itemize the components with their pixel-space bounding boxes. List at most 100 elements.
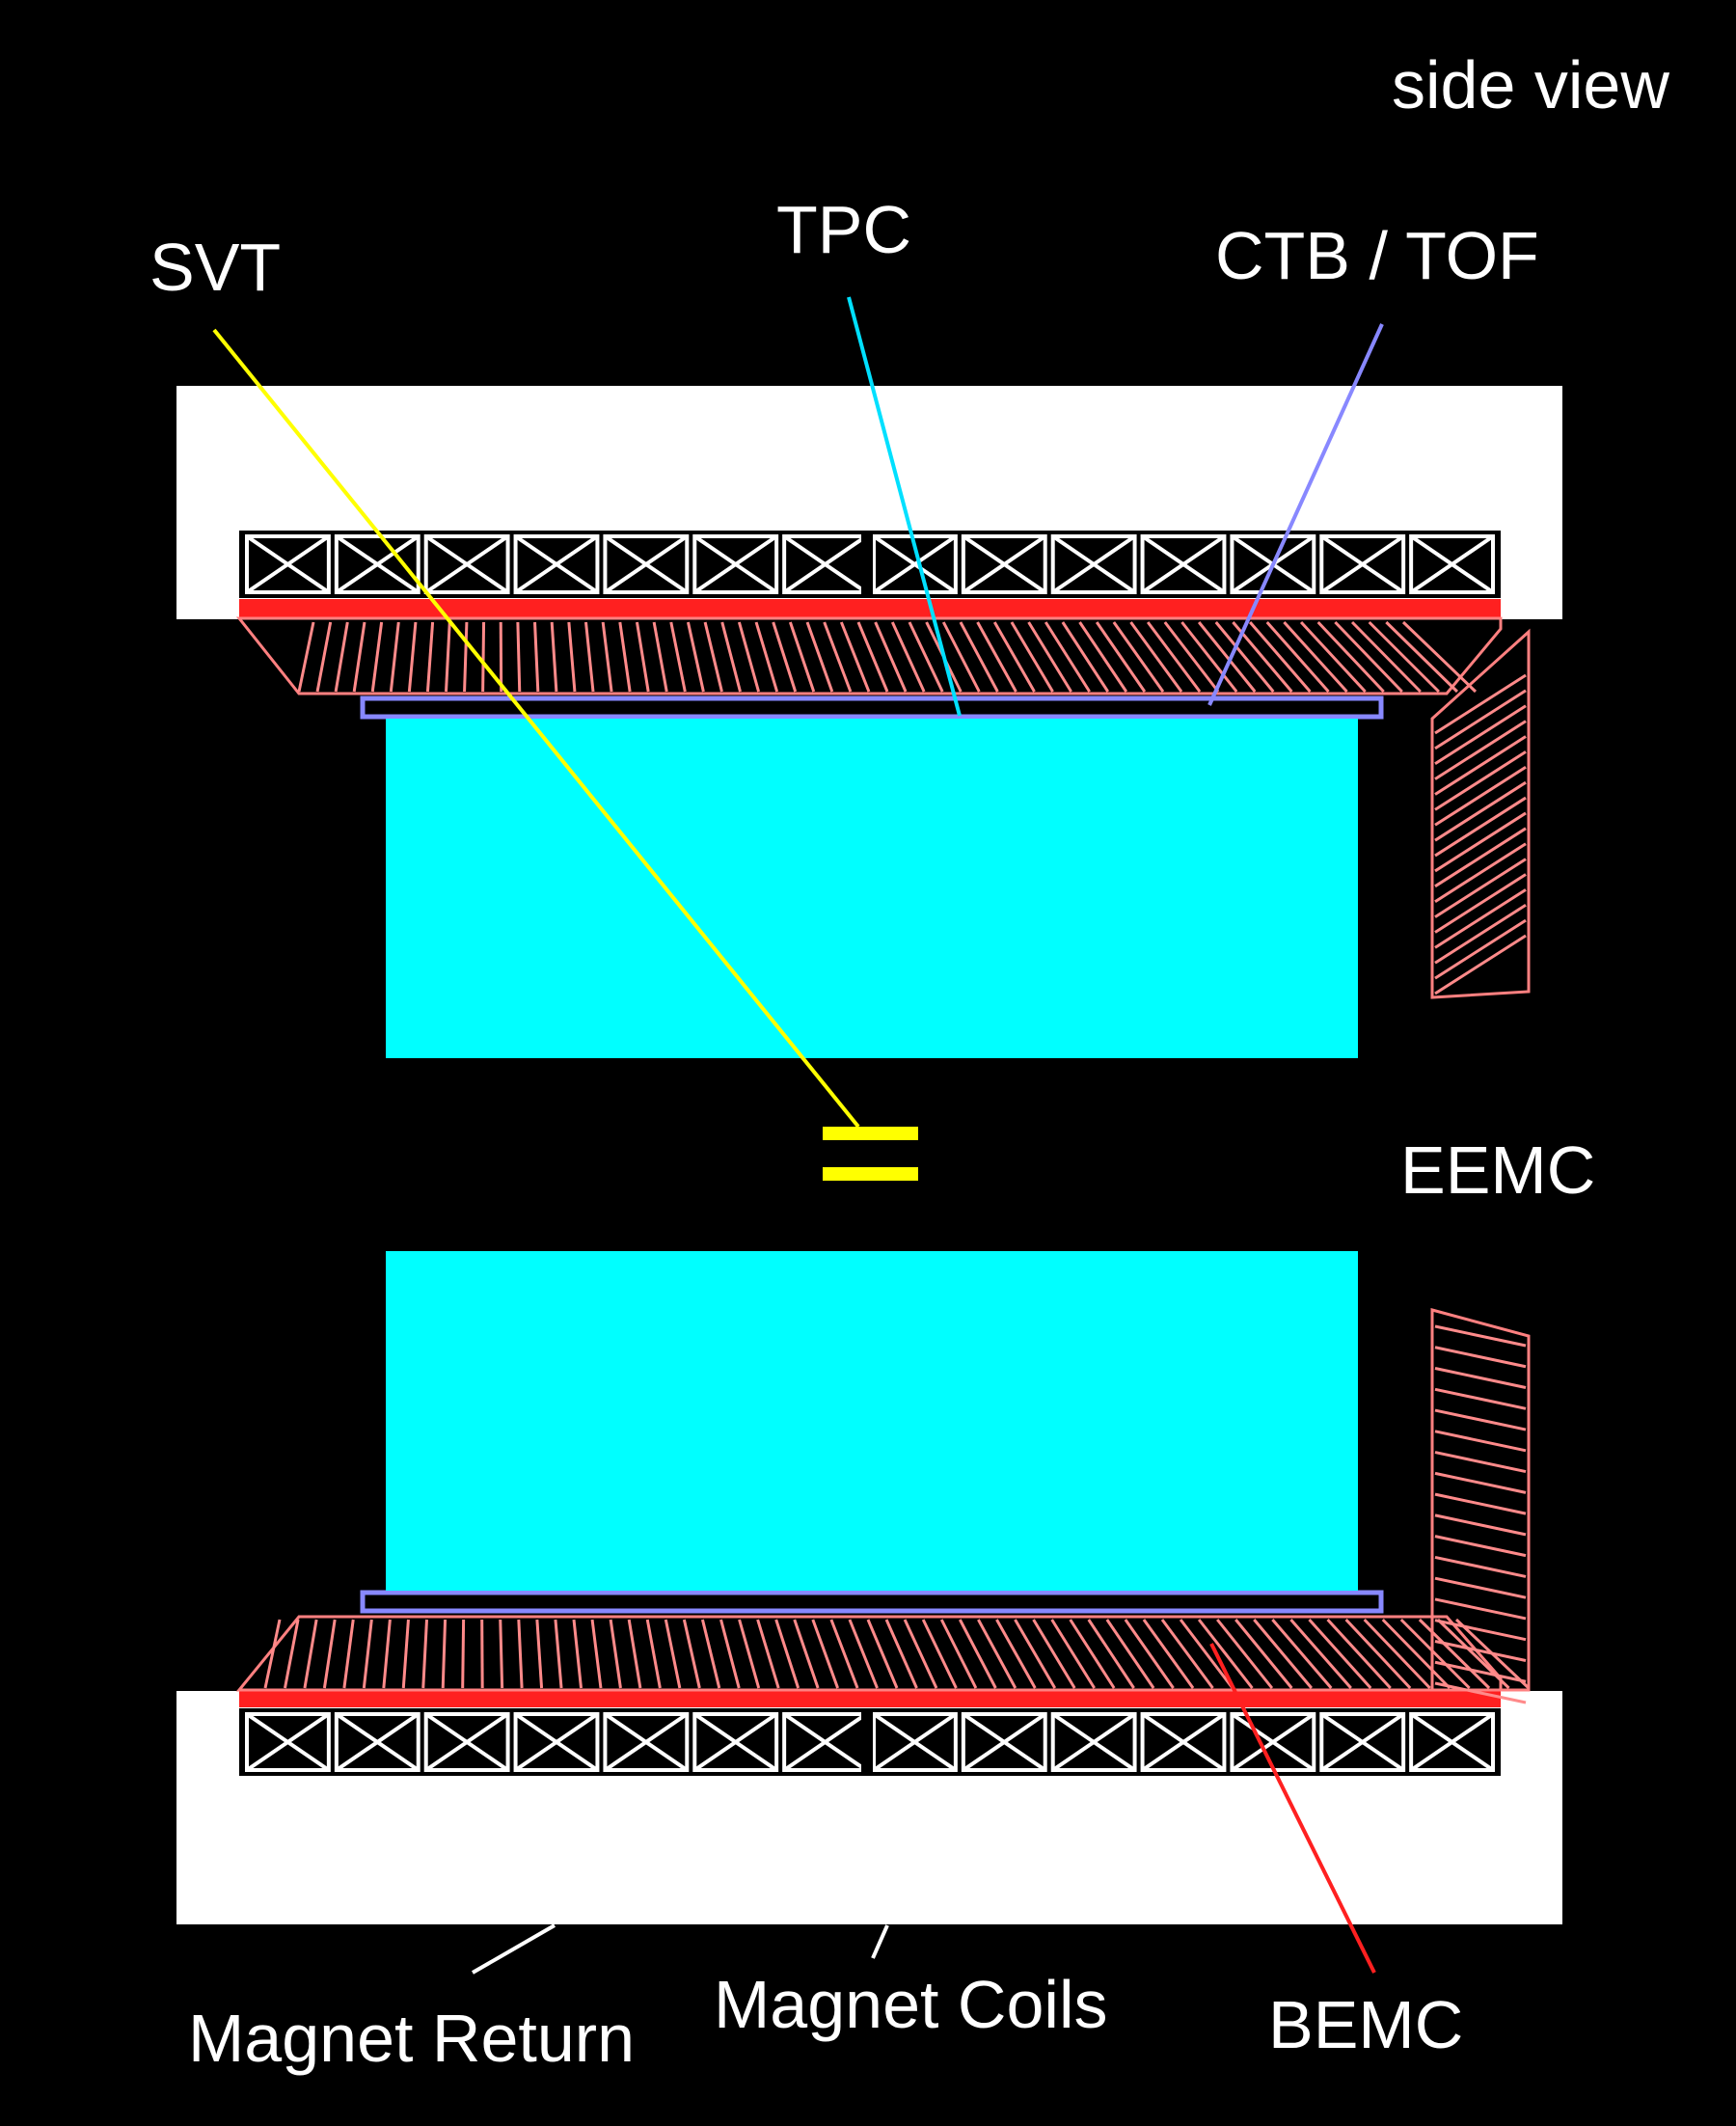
bemc-tower-line (645, 1619, 662, 1689)
bemc-tower-line (874, 621, 908, 693)
bemc-tower-line (334, 621, 349, 693)
bemc-tower-line (1112, 621, 1165, 693)
bemc-tower-line (829, 1619, 859, 1689)
bemc-tower-line (700, 1619, 721, 1689)
coil-box (1050, 534, 1137, 594)
tpc-leader-line (847, 296, 962, 717)
bemc-tower-line (890, 621, 926, 693)
bemc-tower-line (1124, 1619, 1175, 1689)
label-eemc: EEMC (1400, 1132, 1595, 1208)
bemc-tower-line (921, 1619, 958, 1689)
bemc-tower-line (342, 1619, 355, 1689)
bemc-tower-line (805, 621, 834, 693)
bemc-tower-line (1271, 1619, 1333, 1689)
bemc-tower-line (1050, 1619, 1096, 1689)
eemc-hatch-line (1434, 842, 1527, 903)
coil-center-gap (861, 1710, 873, 1774)
svt-bar-upper (823, 1127, 918, 1140)
coil-center-gap (861, 532, 873, 596)
bemc-tower-line (811, 1619, 840, 1689)
bemc-tower-line (609, 1619, 622, 1689)
coil-cross (872, 1712, 957, 1772)
bemc-tower-line (481, 621, 486, 693)
coil-cross (783, 534, 868, 594)
bemc-tower-line (976, 621, 1017, 693)
coil-box (1409, 534, 1495, 594)
magnet-coils-top (239, 531, 1501, 598)
bemc-tower-line (941, 621, 981, 693)
eemc-hatch-line (1434, 735, 1527, 796)
label-tpc: TPC (776, 192, 911, 267)
coil-box (1230, 534, 1316, 594)
coil-cross (245, 534, 330, 594)
label-svt: SVT (149, 230, 281, 305)
coil-cross (1051, 534, 1136, 594)
label-magnet-coils: Magnet Coils (714, 1967, 1108, 2042)
eemc-hatch-line (1434, 1430, 1527, 1453)
coil-box (1050, 1712, 1137, 1772)
bemc-tower-line (425, 621, 435, 693)
eemc-hatch-line (1434, 1535, 1527, 1558)
bemc-tower-line (703, 621, 723, 693)
bemc-leader-line (1209, 1643, 1376, 1974)
coil-cross (335, 1712, 420, 1772)
coil-cross (693, 1712, 778, 1772)
bemc-tower-line (1326, 1618, 1392, 1690)
bemc-tower-line (421, 1619, 428, 1689)
eemc-hatch-line (1434, 918, 1527, 980)
bemc-tower-line (754, 621, 779, 693)
eemc-hatch-line (1434, 1619, 1527, 1642)
eemc-hatch-line (1434, 1367, 1527, 1389)
bemc-tower-line (627, 1619, 642, 1689)
bemc-tower-line (554, 1619, 563, 1689)
bemc-tower-line (772, 621, 798, 693)
bemc-tower-line (352, 621, 366, 693)
magnet-return-leader-line (472, 1923, 556, 1975)
bemc-tower-line (856, 621, 889, 693)
eemc-bottom (1430, 1308, 1531, 1704)
label-magnet-return: Magnet Return (188, 2001, 635, 2076)
bemc-tower-line (1299, 620, 1367, 694)
bemc-tower-line (839, 621, 871, 693)
coil-box (1319, 1712, 1406, 1772)
coil-cross (1410, 1712, 1495, 1772)
bemc-tower-line (977, 1619, 1017, 1689)
coil-box (334, 534, 420, 594)
magnet-coils-leader-line (871, 1924, 889, 1959)
coil-box (245, 534, 331, 594)
coil-cross (604, 1712, 689, 1772)
eemc-hatch-line (1434, 689, 1527, 750)
eemc-hatch-line (1434, 780, 1527, 842)
bemc-tower-line (793, 1619, 820, 1689)
eemc-hatch-line (1434, 858, 1527, 918)
bemc-bar-top (239, 599, 1501, 618)
bemc-tower-line (1129, 621, 1183, 693)
bemc-tower-line (584, 621, 595, 693)
bemc-tower-line (1069, 1619, 1116, 1689)
bemc-tower-line (958, 1619, 997, 1689)
bemc-tower-line (517, 1619, 524, 1689)
eemc-hatch-line (1434, 934, 1527, 995)
bemc-tower-line (567, 621, 577, 693)
bemc-tower-line (1061, 621, 1110, 693)
eemc-hatch-line (1434, 766, 1527, 827)
eemc-hatch-line (1434, 1324, 1527, 1348)
coil-box (423, 1712, 510, 1772)
coil-box (1140, 534, 1227, 594)
bemc-tower-line (652, 621, 668, 693)
eemc-top (1430, 628, 1531, 999)
bemc-tower-line (686, 621, 705, 693)
bemc-tower-line (737, 621, 761, 693)
coil-cross (604, 534, 689, 594)
eemc-hatch-line (1434, 827, 1527, 888)
bemc-tower-line (788, 621, 816, 693)
bemc-tower-line (848, 1619, 879, 1689)
tpc-top (386, 719, 1358, 1058)
coil-cross (1231, 1712, 1316, 1772)
eemc-outline (1430, 1308, 1531, 1692)
bemc-tower-line (1160, 1619, 1214, 1689)
bemc-tower-line (315, 621, 333, 693)
bemc-tower-line (1214, 621, 1275, 693)
